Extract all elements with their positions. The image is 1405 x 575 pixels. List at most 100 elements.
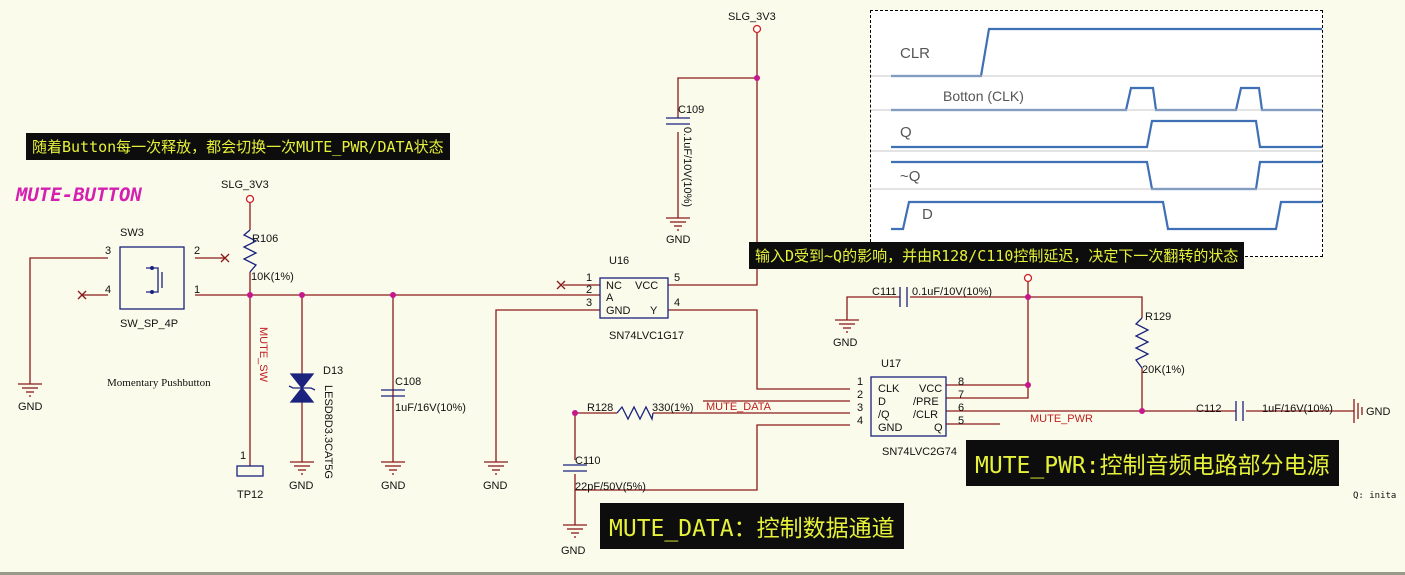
- c109-ref: C109: [678, 104, 705, 116]
- power-pins: [245, 24, 1033, 283]
- u16-pin-nc: NC: [606, 280, 622, 292]
- sw3-pin3: 3: [105, 245, 112, 257]
- slg3v3-top-label: SLG_3V3: [728, 11, 776, 23]
- wave-button-label: Botton (CLK): [943, 88, 1024, 104]
- r106-value: 10K(1%): [251, 271, 294, 283]
- gnd-label-2: GND: [289, 480, 314, 492]
- c111-value: 0.1uF/10V(10%): [912, 286, 993, 298]
- c108-value: 1uF/16V(10%): [395, 402, 466, 414]
- wave-clr-label: CLR: [900, 45, 931, 62]
- u16-pin-y: Y: [650, 305, 658, 317]
- u17-part: SN74LVC2G74: [882, 446, 958, 458]
- sw3-ref: SW3: [120, 227, 144, 239]
- r106-body: [242, 229, 258, 273]
- gnd-label-7: GND: [561, 545, 586, 557]
- tp12-ref: TP12: [237, 489, 264, 501]
- u17-pin-gnd: GND: [878, 422, 903, 434]
- u16-p3: 3: [586, 297, 593, 309]
- timing-waveforms: [871, 27, 1322, 231]
- sw3-pin2: 2: [194, 245, 201, 257]
- corner-text: Q: inita: [1353, 491, 1397, 501]
- sw3-pin4: 4: [105, 284, 112, 296]
- wires: [29, 32, 1354, 525]
- u16-p4: 4: [674, 297, 681, 309]
- d13-ref: D13: [323, 365, 344, 377]
- note-mute-data: MUTE_DATA：控制数据通道: [600, 503, 904, 549]
- u17-pin-vcc: VCC: [919, 383, 943, 395]
- r128-body: [616, 405, 654, 422]
- d13-tvs: [288, 373, 316, 403]
- q-wave: [891, 119, 1322, 149]
- u17-p6: 6: [958, 402, 965, 414]
- gnd-label-4: GND: [483, 480, 508, 492]
- c110-value: 22pF/50V(5%): [575, 481, 646, 493]
- c112-ref: C112: [1196, 403, 1222, 415]
- no-connect-marks: [77, 253, 566, 300]
- c112-value: 1uF/16V(10%): [1262, 403, 1333, 415]
- bottom-border: [0, 572, 1405, 575]
- c110-ref: C110: [575, 455, 601, 467]
- tp12-pin: 1: [240, 450, 247, 462]
- u16-p1: 1: [586, 272, 593, 284]
- slg3v3-left-label: SLG_3V3: [221, 179, 269, 191]
- note-toggle: 随着Button每一次释放，都会切换一次MUTE_PWR/DATA状态: [26, 133, 450, 160]
- r129-body: [1134, 317, 1150, 369]
- mute-button-title: MUTE-BUTTON: [16, 184, 142, 206]
- mute-sw-net: MUTE_SW: [257, 327, 269, 382]
- u17-pin-clk: CLK: [878, 383, 900, 395]
- u17-pin-q: Q: [934, 422, 943, 434]
- wave-q-label: Q: [900, 124, 912, 141]
- u17-pin-d: D: [878, 396, 886, 408]
- r128-value: 330(1%): [652, 402, 694, 414]
- gnd-label-6: GND: [833, 337, 858, 349]
- gnd-label-3: GND: [381, 480, 406, 492]
- u16-part: SN74LVC1G17: [609, 330, 685, 342]
- u16-pin-vcc: VCC: [635, 280, 659, 292]
- u17-p4: 4: [857, 415, 864, 427]
- note-mute-pwr: MUTE_PWR:控制音频电路部分电源: [966, 440, 1339, 486]
- d13-part: LESD8D3.3CAT5G: [322, 385, 334, 479]
- u17-p7: 7: [958, 389, 965, 401]
- tp12-body: [236, 465, 264, 477]
- ground-symbols: [18, 217, 1363, 538]
- u16-p5: 5: [674, 272, 681, 284]
- u17-ref: U17: [881, 358, 902, 370]
- note-d-input: 输入D受到~Q的影响，并由R128/C110控制延迟，决定下一次翻转的状态: [749, 242, 1245, 269]
- u16-pin-a: A: [606, 292, 614, 304]
- gnd-label-8: GND: [1366, 406, 1391, 418]
- c111-ref: C111: [872, 286, 897, 298]
- sw3-pin1: 1: [194, 284, 201, 296]
- u17-p5: 5: [958, 415, 965, 427]
- u17-pin-clr: /CLR: [913, 409, 939, 421]
- timing-diagram: [870, 10, 1323, 257]
- wave-nq-label: ~Q: [900, 168, 921, 185]
- u16-pin-gnd: GND: [606, 305, 631, 317]
- u16-p2: 2: [586, 284, 593, 296]
- r129-ref: R129: [1145, 311, 1172, 323]
- sw3-part: SW_SP_4P: [120, 318, 179, 330]
- r128-ref: R128: [587, 402, 614, 414]
- u17-p2: 2: [857, 389, 864, 401]
- switch-contacts: [150, 266, 154, 294]
- u17-pin-pre: /PRE: [913, 396, 939, 408]
- sw3-body: [119, 246, 185, 310]
- u16-body: [599, 277, 669, 319]
- c109-value: 0.1uF/10V(10%): [681, 127, 693, 208]
- gnd-label-5: GND: [666, 234, 691, 246]
- c108-ref: C108: [395, 376, 422, 388]
- sw3-desc: Momentary Pushbutton: [107, 377, 211, 389]
- u16-ref: U16: [609, 255, 630, 267]
- u17-body: [870, 376, 947, 437]
- d-wave: [891, 200, 1322, 231]
- mute-data-net: MUTE_DATA: [706, 401, 771, 413]
- r129-value: 20K(1%): [1142, 364, 1185, 376]
- r106-ref: R106: [252, 233, 279, 245]
- component-bodies: [119, 117, 1244, 477]
- junction-dots: [247, 75, 1145, 416]
- u17-p3: 3: [857, 402, 864, 414]
- mute-pwr-net: MUTE_PWR: [1030, 413, 1093, 425]
- wave-d-label: D: [922, 206, 933, 223]
- u17-pin-nq: /Q: [878, 409, 890, 421]
